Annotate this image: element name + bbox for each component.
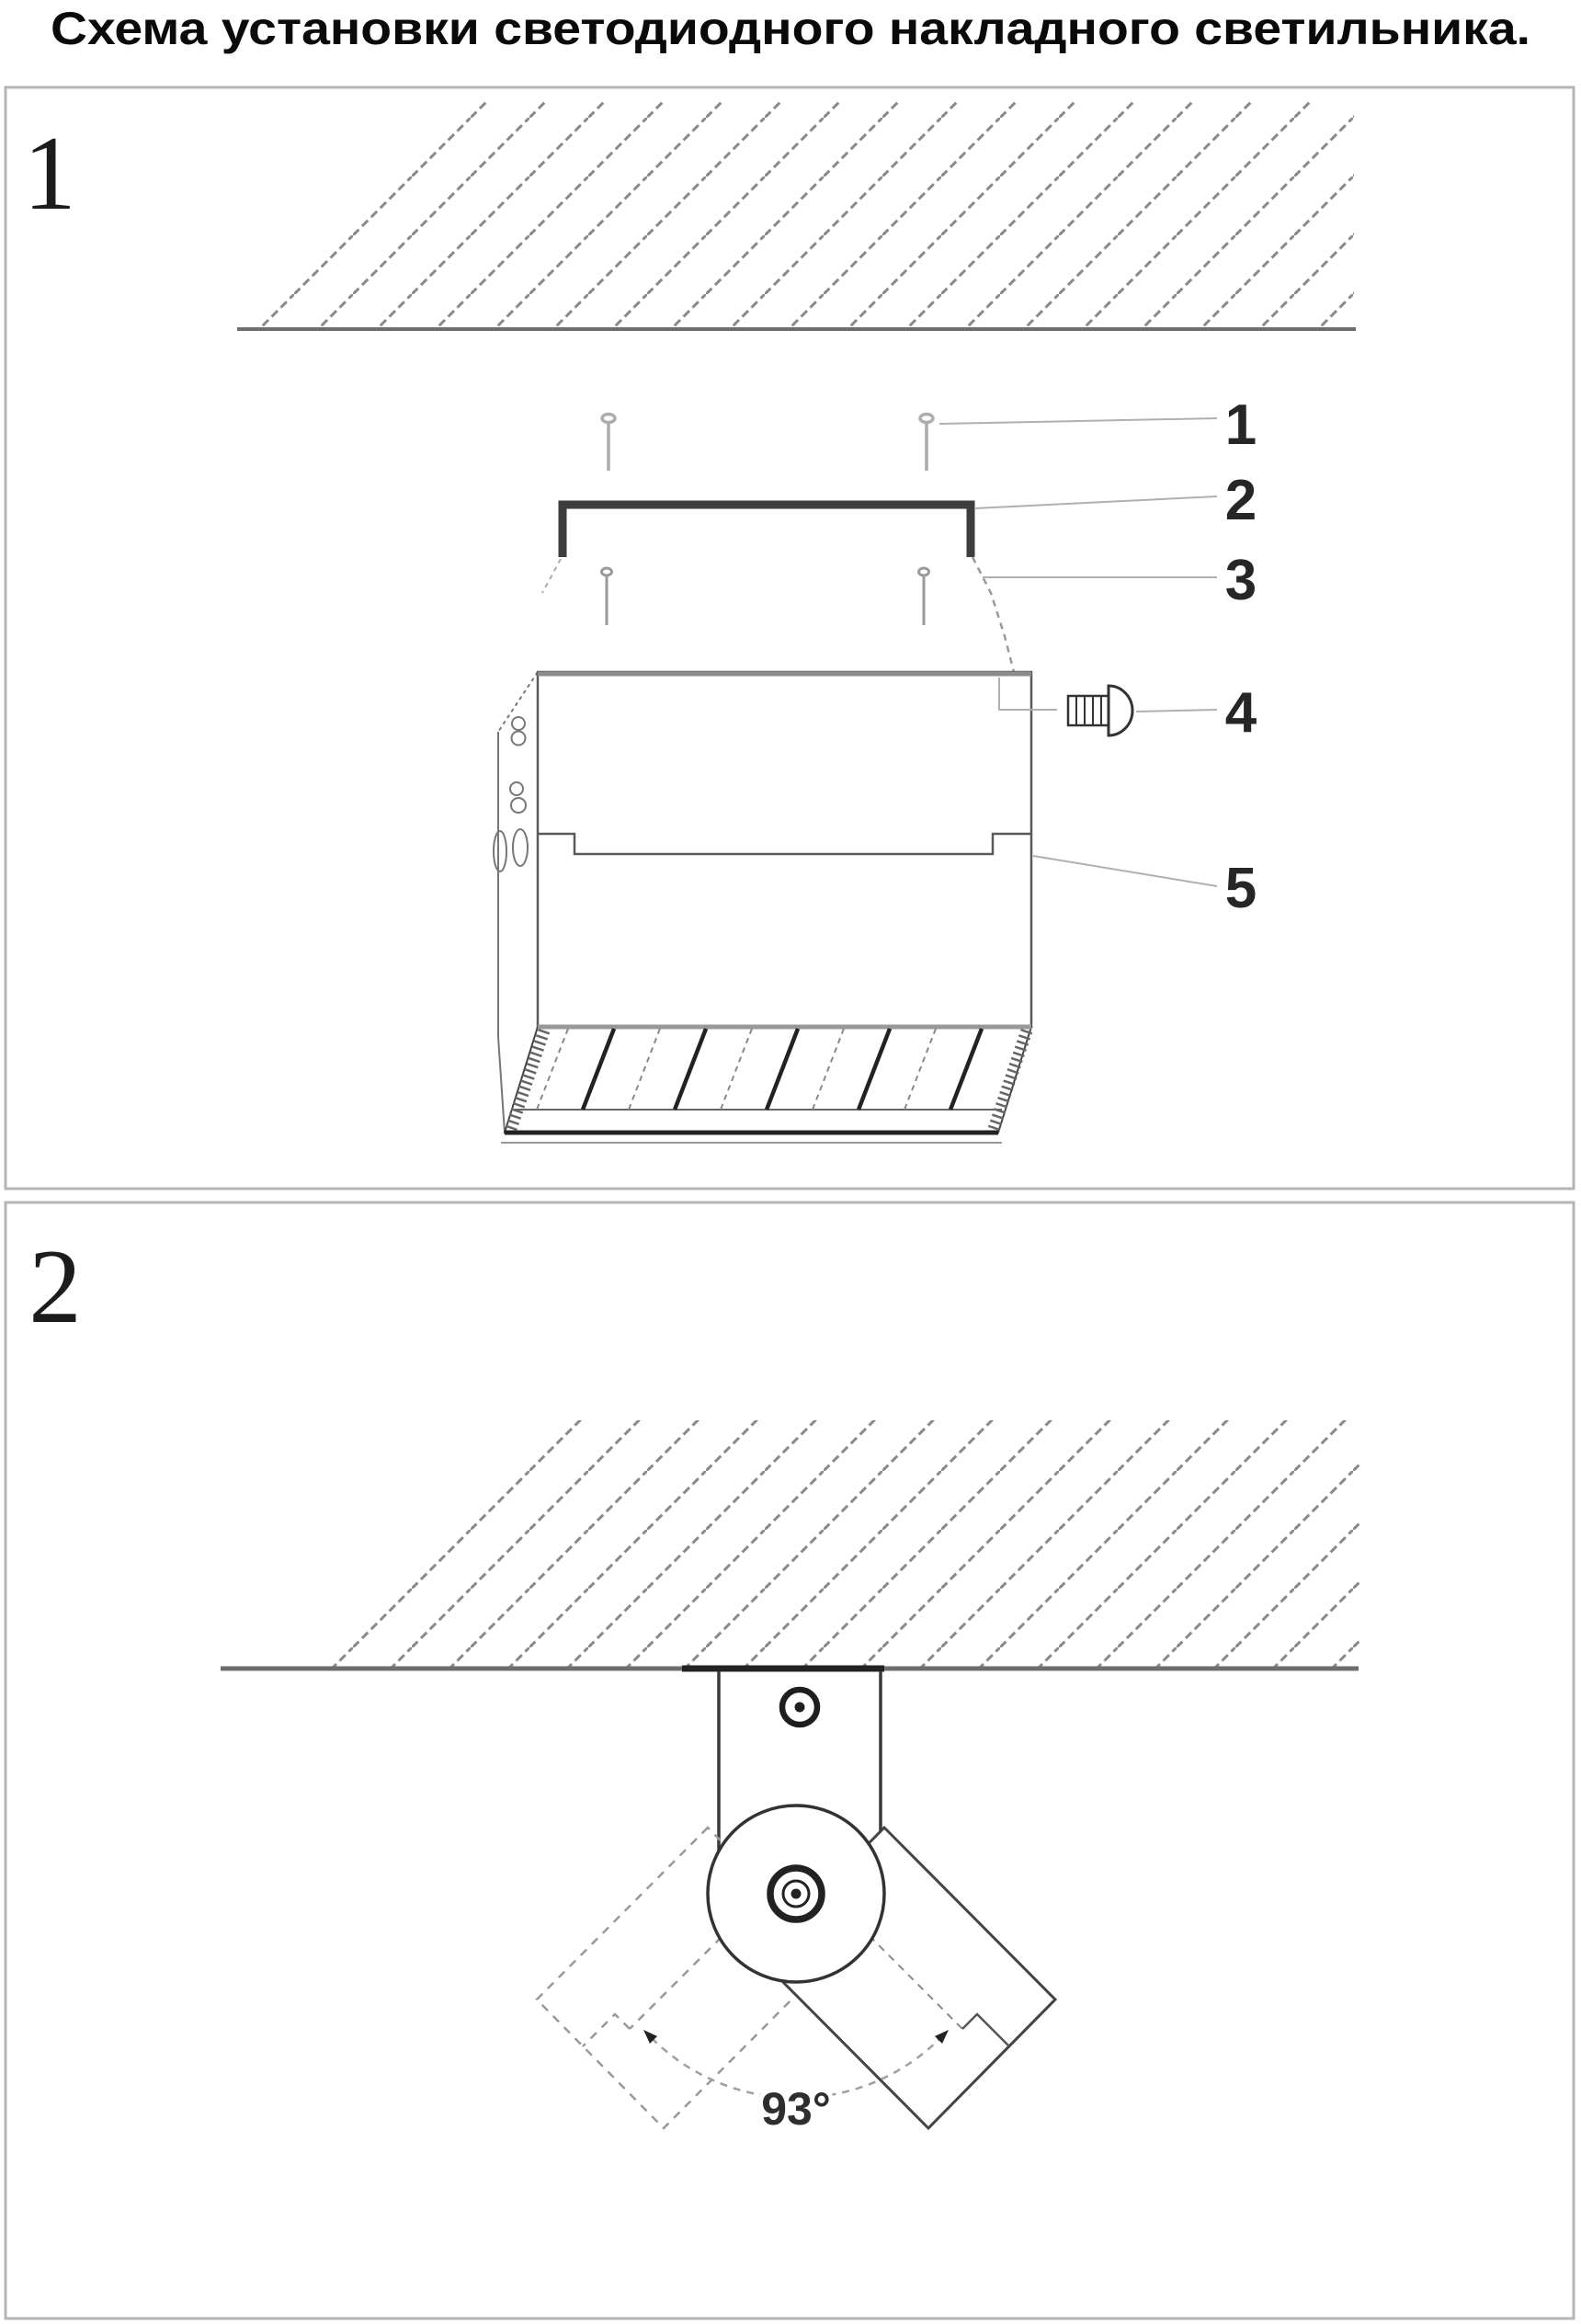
figure-1-label: 1 (23, 115, 76, 232)
mounting-bracket (558, 500, 975, 557)
callout-2: 2 (1225, 469, 1257, 532)
keyhole-slot (509, 781, 524, 796)
fixture-screw-icon (600, 566, 613, 625)
keyhole-slot (493, 830, 507, 872)
front-face (536, 670, 1033, 1029)
bracket-guide-dash (541, 558, 562, 594)
leader-line-5 (1032, 855, 1218, 887)
alignment-dashed-line (971, 556, 1016, 673)
louver-grille (501, 1024, 1033, 1144)
callout-5: 5 (1225, 857, 1257, 920)
ceiling-hatch (276, 1420, 1360, 1669)
figure-2-label: 2 (28, 1228, 82, 1345)
set-screw-icon (1066, 684, 1134, 737)
fixture-screws (600, 566, 930, 625)
set-screw-guide (998, 678, 1057, 711)
callout-3: 3 (1225, 549, 1257, 612)
mounting-screws (600, 412, 935, 471)
figure-2-frame (4, 1201, 1575, 2320)
set-screw (998, 678, 1134, 737)
mounting-screw-icon (600, 412, 617, 471)
tilted-step-notch (961, 2012, 1010, 2047)
pivot-knob-icon (767, 1864, 825, 1923)
mounting-screw-icon (918, 412, 935, 471)
figure-2-panel: 2 (4, 1201, 1575, 2320)
callout-1: 1 (1225, 393, 1257, 457)
rotation-arc (651, 2037, 941, 2100)
figure-1-panel: 1 (4, 85, 1575, 1190)
ceiling-hatch (242, 101, 1354, 329)
leader-lines (938, 417, 1218, 887)
arc-arrowhead-left (643, 2030, 657, 2044)
ceiling-bracket (717, 1671, 882, 1866)
keyhole-slot (512, 828, 529, 867)
arc-arrowhead-right (935, 2030, 949, 2044)
leader-line-1 (938, 417, 1218, 425)
page-title: Схема установки светодиодного накладного… (51, 3, 1530, 54)
leader-line-4 (1135, 709, 1218, 712)
keyhole-slot (510, 797, 527, 814)
keyhole-slot (510, 730, 527, 746)
tilted-step-dash (859, 1925, 963, 2030)
rotation-angle-label: 93° (761, 2083, 831, 2135)
trim-step-line (538, 832, 1031, 856)
bracket-screw-icon (779, 1686, 821, 1728)
keyhole-slot (511, 716, 526, 731)
grille-outline (503, 1026, 1033, 1134)
leader-line-2 (973, 496, 1218, 509)
callout-4: 4 (1225, 681, 1257, 745)
fixture-screw-icon (917, 566, 930, 625)
luminaire-body (493, 670, 1033, 1144)
louver-blade-dashes (536, 1028, 937, 1111)
side-face (493, 671, 539, 1134)
louver-blades (580, 1028, 984, 1111)
